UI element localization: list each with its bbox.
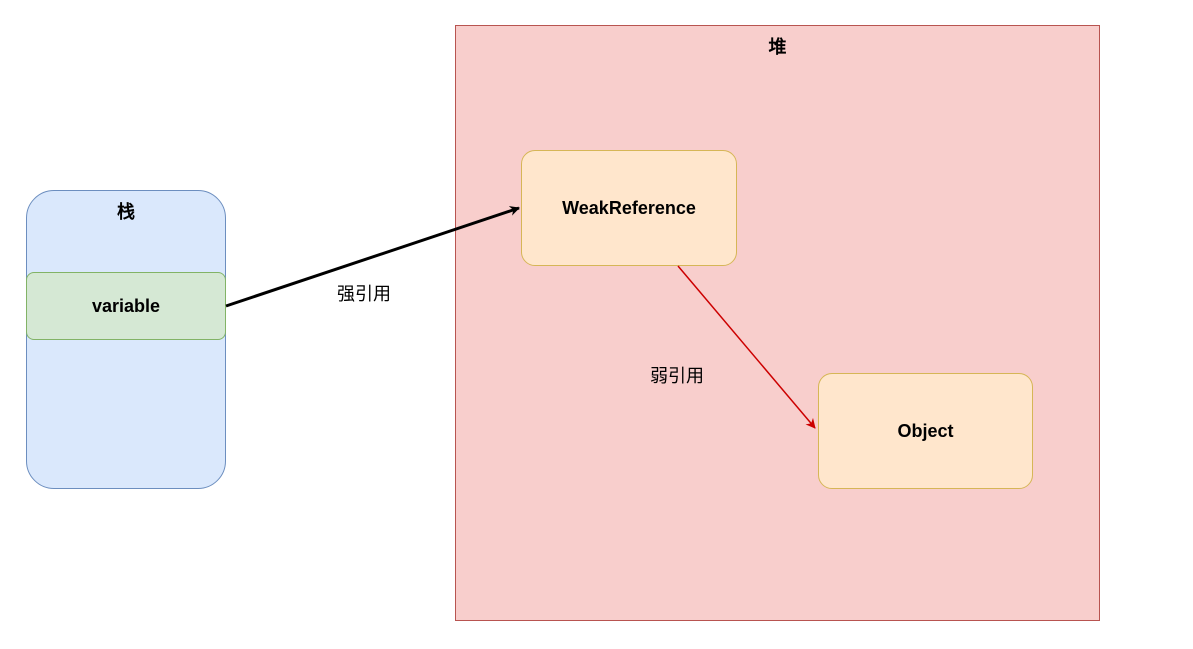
variable-node[interactable]: variable <box>26 272 226 340</box>
object-label: Object <box>897 420 954 441</box>
heap-container: 堆 <box>455 25 1100 621</box>
weak-reference-node[interactable]: WeakReference <box>521 150 737 266</box>
weak-reference-edge-label: 弱引用 <box>650 366 704 386</box>
strong-reference-label: 强引用 <box>337 284 391 304</box>
heap-title: 堆 <box>768 37 787 57</box>
object-node[interactable]: Object <box>818 373 1033 489</box>
variable-label: variable <box>91 295 161 316</box>
stack-title: 栈 <box>117 202 135 222</box>
weak-reference-label: WeakReference <box>562 197 696 218</box>
